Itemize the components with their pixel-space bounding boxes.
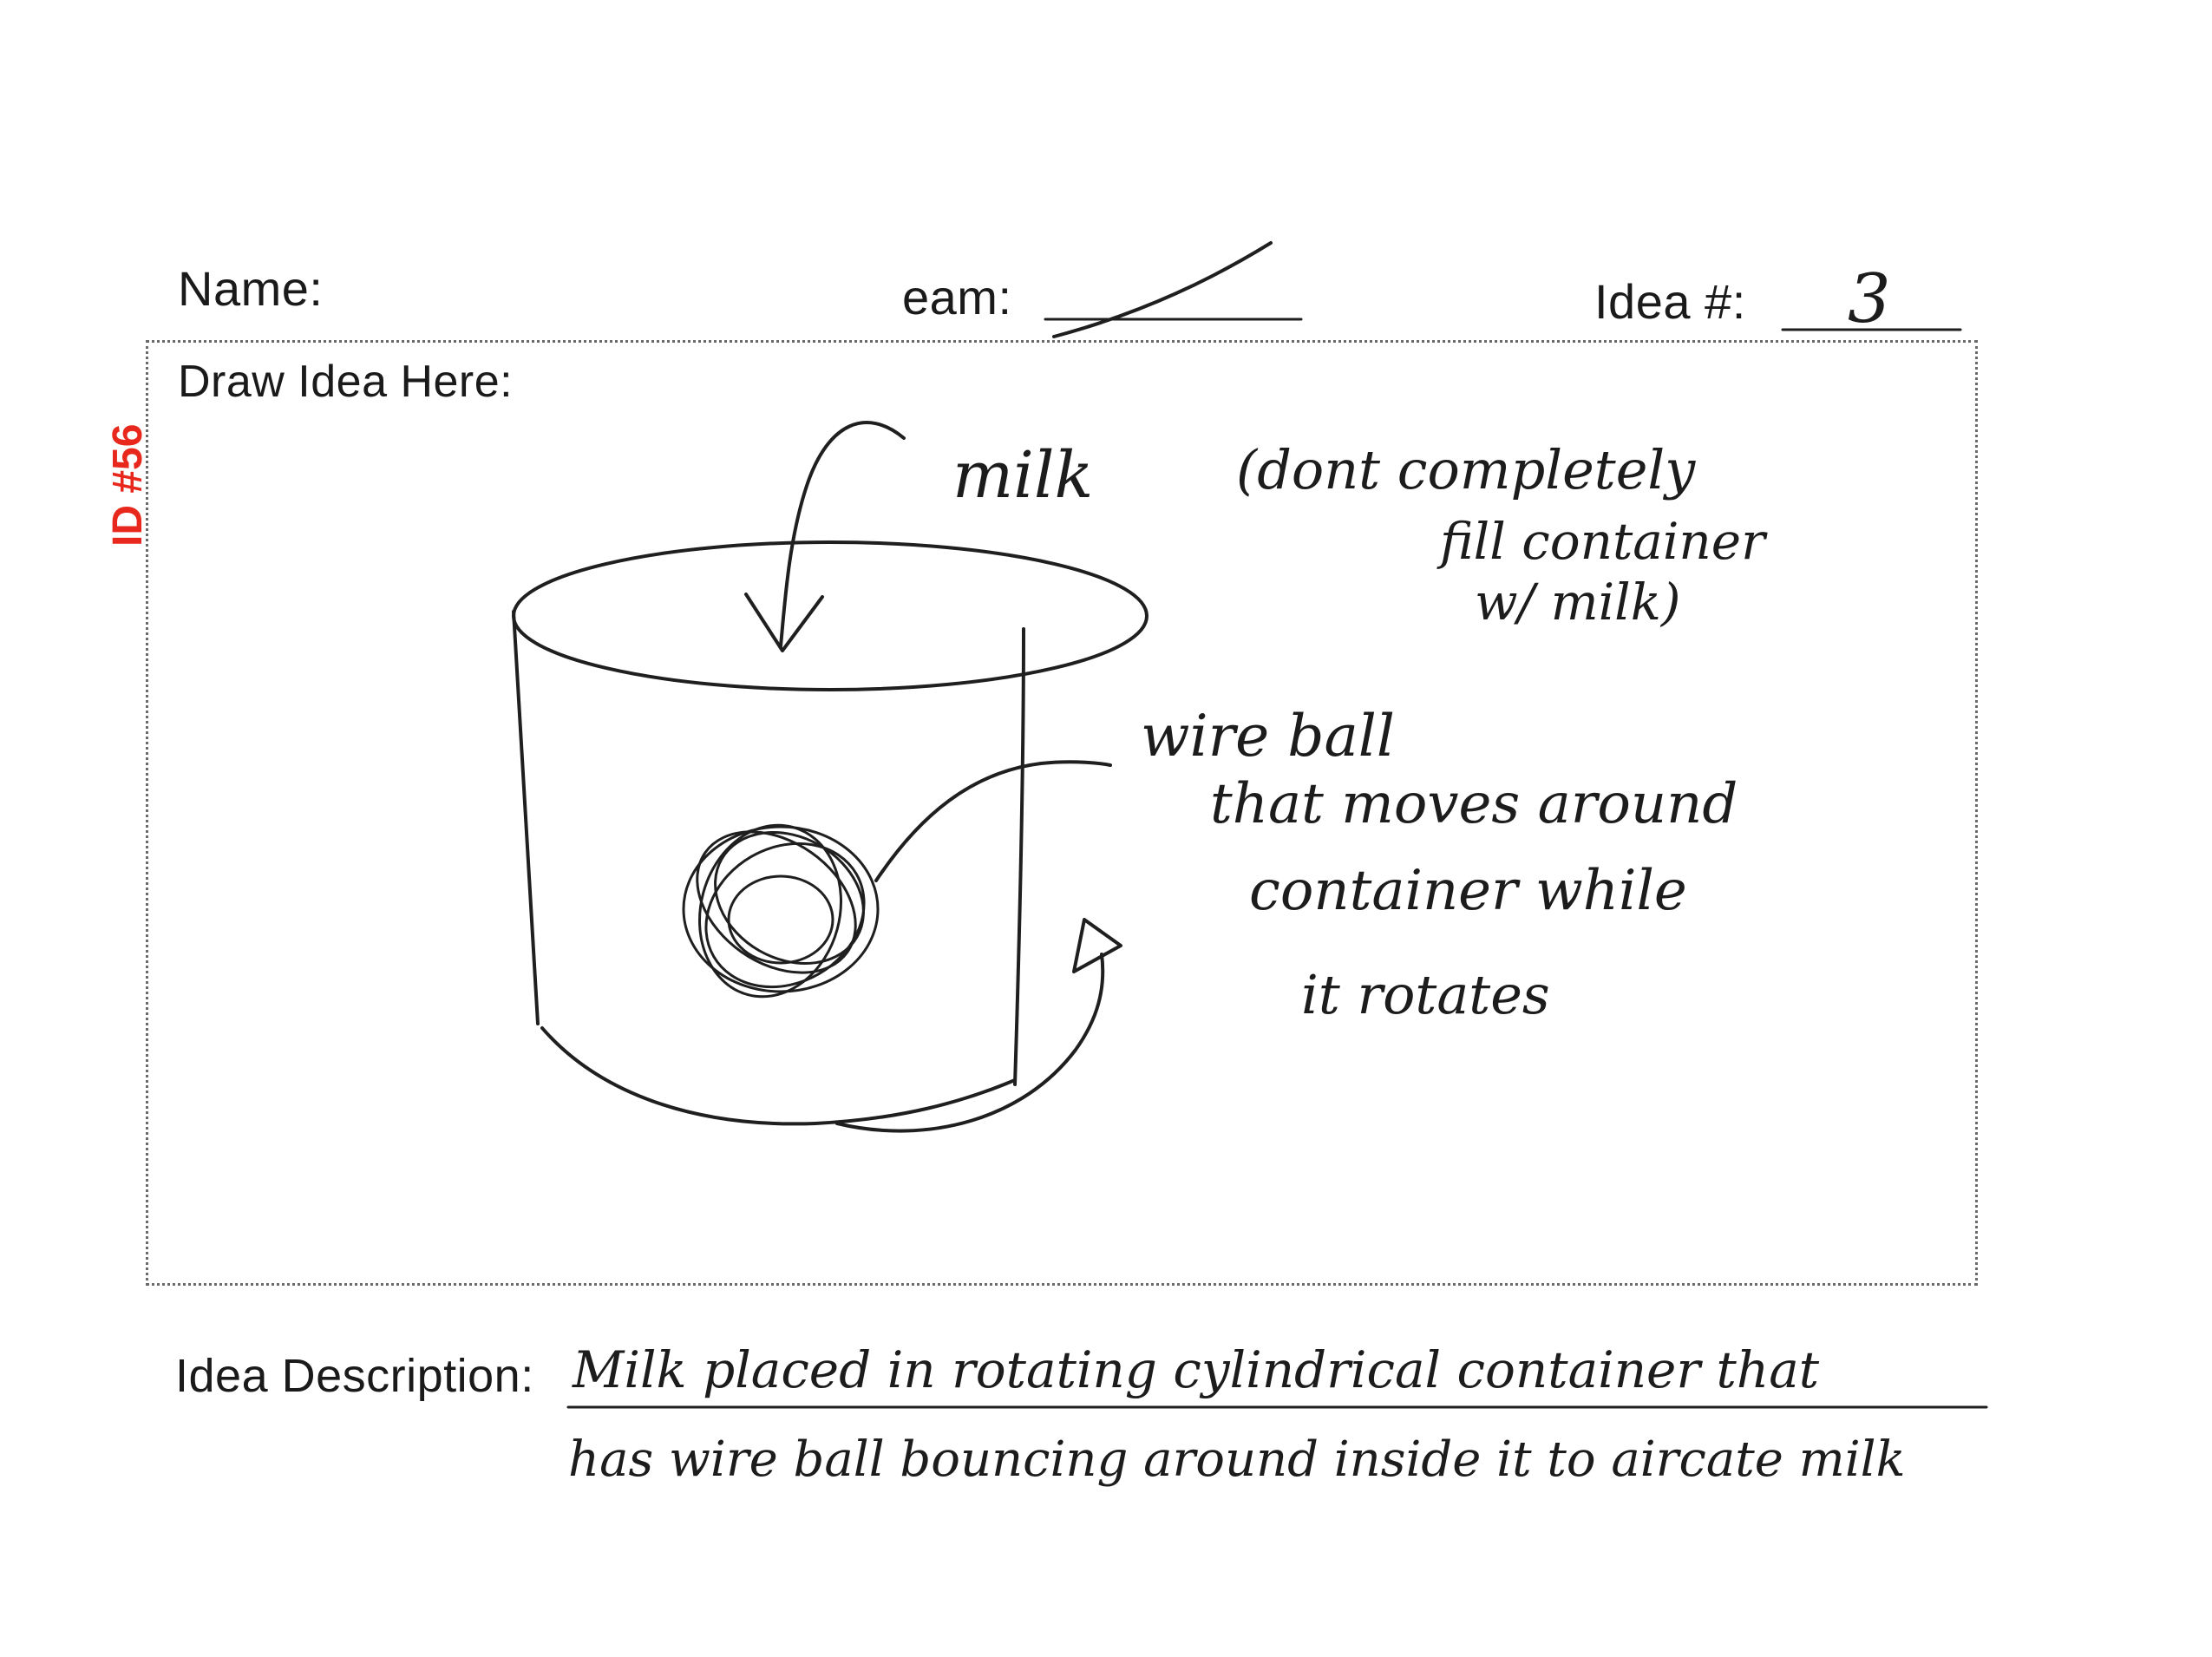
fill-note-line-1: (dont completely [1236, 438, 1696, 501]
cylinder-top [512, 540, 1149, 691]
rotation-arrow-curve [835, 953, 1105, 1133]
idea-number-value: 3 [1848, 260, 1891, 338]
idea-number-label: Idea #: [1594, 274, 1746, 329]
drawing-area [146, 340, 1978, 1286]
cylinder-right-side [1013, 627, 1025, 1086]
wire-ball [682, 823, 880, 999]
description-line-2: has wire ball bouncing around inside it … [568, 1431, 1906, 1488]
ball-note-line-2: that moves around [1210, 772, 1738, 836]
ball-note-line-3: container while [1249, 859, 1687, 923]
cylinder-bottom [540, 1026, 1017, 1126]
milk-arrow-curve [779, 421, 906, 648]
rotation-arrow-head [1072, 918, 1122, 973]
cylinder-left-side [512, 610, 540, 1025]
ball-note-line-4: it rotates [1301, 963, 1550, 1026]
milk-arrow-head [744, 593, 824, 652]
fill-note-line-2: fill container [1440, 512, 1765, 571]
ball-note-line-1: wire ball [1141, 703, 1396, 770]
team-label: eam: [902, 270, 1012, 324]
team-slash-mark [1052, 241, 1273, 338]
milk-note: milk [952, 438, 1094, 513]
draw-idea-label: Draw Idea Here: [178, 357, 514, 407]
fill-note-line-3: w/ milk) [1475, 573, 1681, 632]
description-line-1: Milk placed in rotating cylindrical cont… [573, 1340, 1820, 1399]
idea-description-label: Idea Description: [175, 1350, 534, 1402]
ball-leader-line [874, 760, 1112, 882]
name-label: Name: [178, 261, 324, 316]
